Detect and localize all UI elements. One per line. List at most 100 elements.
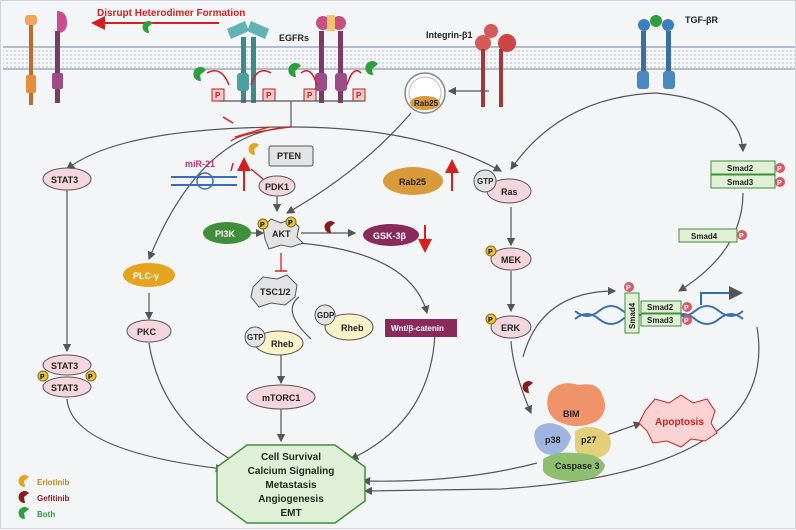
integrin-label: Integrin-β1 — [426, 30, 473, 40]
p-smad4-vert: P — [626, 285, 631, 292]
plcg-node — [123, 263, 175, 287]
p-egfr-3: P — [307, 91, 313, 100]
p-stat3-2: P — [88, 374, 93, 381]
p-akt-2: P — [288, 220, 293, 227]
akt-label: AKT — [272, 229, 291, 239]
smad3-n-node — [640, 313, 682, 327]
wnt-node — [385, 319, 457, 337]
legend-both-icon — [18, 507, 29, 520]
smad4-vert-label: Smad4 — [628, 302, 637, 329]
smad2-top-label: Smad2 — [727, 164, 754, 173]
gsk3b-label: GSK-3β — [373, 231, 407, 241]
legend-both-label: Both — [37, 510, 55, 519]
tsc-node — [250, 274, 298, 308]
stat3-dimer-bottom-label: STAT3 — [51, 383, 78, 393]
egfr-inhibition-marks — [206, 70, 362, 86]
outcome-4: EMT — [280, 508, 301, 519]
smad4-vert-node — [624, 292, 640, 334]
pkc-label: PKC — [137, 327, 157, 337]
outcome-3: Angiogenesis — [258, 494, 324, 505]
erk-label: ERK — [501, 323, 521, 333]
apoptosis-node — [638, 394, 718, 448]
smad4-mid-label: Smad4 — [691, 232, 718, 241]
stat3-label: STAT3 — [51, 175, 78, 185]
ras-label: Ras — [501, 187, 518, 197]
smad3-n-label: Smad3 — [647, 316, 674, 325]
stat3-node — [42, 167, 92, 191]
p38-label: p38 — [545, 435, 561, 445]
outcome-1: Calcium Signaling — [248, 466, 335, 477]
smad3-top-node — [710, 174, 776, 189]
p-mek: P — [488, 249, 493, 256]
egfrs-label: EGFRs — [279, 33, 309, 43]
pten-label: PTEN — [277, 151, 301, 161]
gtp-ras-label: GTP — [477, 177, 494, 186]
egfr-receptor-teal — [227, 21, 269, 103]
pten-node — [268, 145, 314, 167]
gdp-label: GDP — [317, 311, 335, 320]
p-egfr-1: P — [215, 91, 221, 100]
wnt-label: Wnt/β-catenin — [391, 324, 444, 333]
gefitinib-icon-akt — [324, 221, 335, 234]
p-smad3-n: P — [684, 318, 689, 325]
plcg-label: PLC-γ — [133, 271, 159, 281]
pi3k-node — [203, 222, 251, 244]
erk-node — [490, 315, 532, 339]
p-smad2-n: P — [684, 305, 689, 312]
p-stat3-1: P — [40, 374, 45, 381]
tgfbr-receptor — [637, 15, 675, 89]
egfr-phosphates — [211, 88, 366, 102]
mtorc1-node — [246, 384, 316, 410]
erlotinib-icon-pten — [248, 143, 259, 156]
pdk1-node — [258, 175, 296, 197]
p27-label: p27 — [581, 435, 597, 445]
rab25-vesicle-node — [410, 96, 440, 110]
p-egfr-2: P — [266, 91, 272, 100]
rab25-label: Rab25 — [399, 177, 426, 187]
pi3k-label: PI3K — [215, 229, 236, 239]
bim-label: BIM — [563, 409, 580, 419]
transcription-arrow — [700, 286, 743, 305]
smad2-top-node — [710, 160, 776, 175]
pkc-node — [126, 319, 172, 343]
apoptosis-label: Apoptosis — [655, 417, 704, 428]
egfr-receptor-purple — [315, 15, 347, 103]
gefitinib-icon-erk — [522, 381, 533, 394]
rab25-vesicle-label: Rab25 — [414, 99, 439, 108]
p-akt-1: P — [260, 222, 265, 229]
both-drug-icons-egfr — [193, 61, 378, 82]
smad2-n-node — [640, 300, 682, 314]
p-smad3-top: P — [777, 180, 782, 187]
pathway-arrows — [62, 86, 760, 496]
apoptosis-complex — [534, 383, 611, 481]
gtp-ras-node — [473, 169, 497, 193]
gdp-node — [314, 304, 336, 326]
mtorc1-label: mTORC1 — [262, 393, 300, 403]
gtp-rheb-node — [244, 326, 266, 348]
outcome-0: Cell Survival — [261, 452, 321, 463]
rheb-gtp-label: Rheb — [271, 339, 294, 349]
legend-gefitinib-label: Gefitinib — [37, 494, 70, 503]
mek-node — [490, 247, 532, 271]
pten-inhibition-line — [230, 126, 292, 142]
legend-gefitinib-icon — [18, 491, 29, 504]
p-erk: P — [488, 317, 493, 324]
p-egfr-4: P — [356, 91, 362, 100]
receptor-orange — [25, 15, 37, 105]
stat3-dimer-top-label: STAT3 — [51, 361, 78, 371]
pdk1-label: PDK1 — [265, 182, 289, 192]
receptor-purple — [52, 11, 67, 103]
disrupt-label: Disrupt Heterodimer Formation — [97, 8, 245, 19]
integrin-receptor — [475, 24, 516, 107]
mir21-rna — [171, 172, 237, 190]
mir21-label: miR-21 — [185, 159, 215, 169]
smad2-n-label: Smad2 — [647, 303, 674, 312]
rab25-node — [383, 167, 443, 195]
outcomes-box — [216, 444, 366, 524]
both-drug-icon — [142, 21, 153, 34]
gsk3b-node — [363, 224, 419, 246]
cell-membrane — [3, 46, 795, 70]
gtp-rheb-label: GTP — [247, 333, 264, 342]
